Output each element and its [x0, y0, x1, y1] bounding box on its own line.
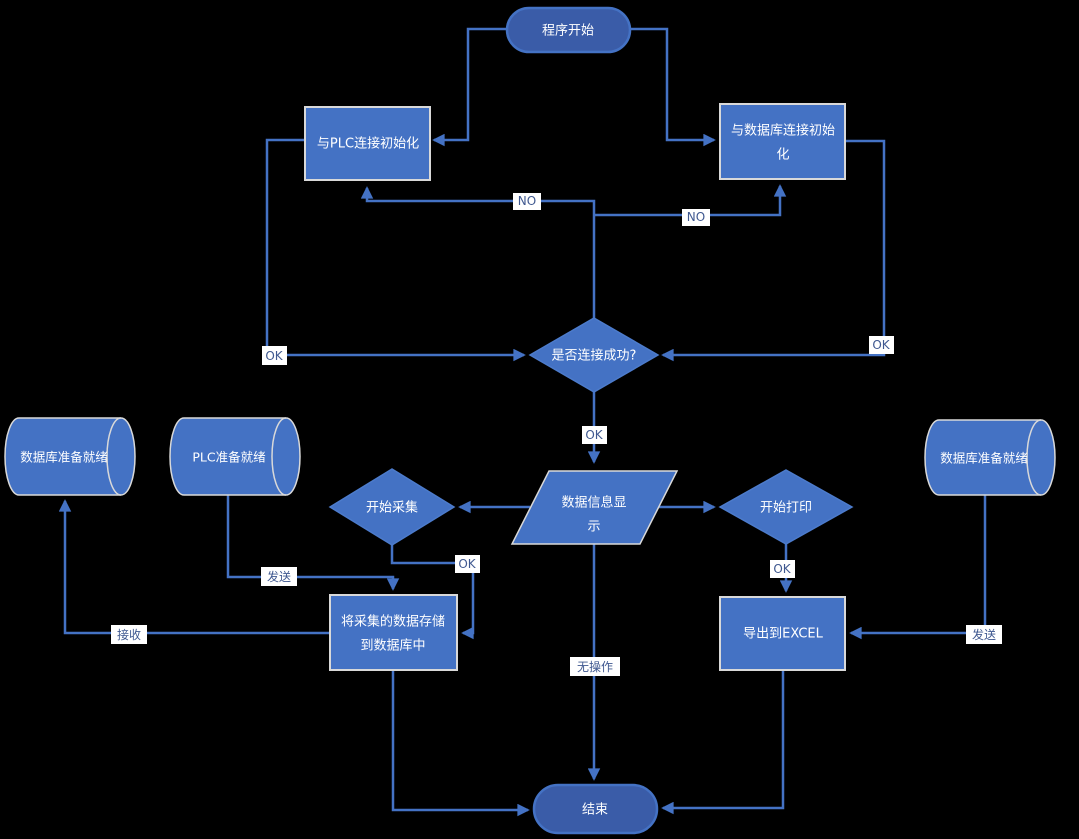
print-decision-shape: [718, 469, 854, 545]
edge-label-receive: 接收: [111, 625, 147, 644]
edge-label-send-left-bg: [261, 567, 297, 586]
edge-label-no-left: NO: [513, 193, 541, 210]
edge-label-no-action: 无操作: [570, 657, 620, 676]
edge-label-send-right: 发送: [966, 625, 1002, 644]
node-db-ready-left-label: 数据库准备就绪: [20, 449, 108, 464]
node-plc-ready: PLC准备就绪: [169, 417, 301, 496]
node-plc-ready-label: PLC准备就绪: [192, 449, 265, 464]
node-db-init-label-line1: 与数据库连接初始: [731, 123, 835, 139]
node-start-label: 程序开始: [542, 24, 594, 39]
edge-label-no-action-text: 无操作: [577, 659, 613, 674]
plc-init-process-shape: [304, 106, 431, 181]
edge-label-ok-left: OK: [262, 346, 287, 365]
node-export: 导出到EXCEL: [719, 596, 846, 671]
db-ready-right-cylinder-lid: [1026, 419, 1042, 496]
end-terminator-shape: [532, 783, 659, 835]
export-process-shape: [719, 596, 846, 671]
edge-plc-init-to-connect-check: [265, 138, 526, 362]
edge-store-receive-to-db-ready-left: [58, 499, 330, 635]
plc-ready-cylinder-lid: [271, 417, 287, 496]
node-export-label: 导出到EXCEL: [743, 627, 823, 642]
node-db-init: 与数据库连接初始 化: [719, 103, 846, 180]
edge-label-no-right-bg: [682, 209, 710, 226]
edge-label-no-right: NO: [682, 209, 710, 226]
edge-connect-check-no-to-db-init: [594, 184, 787, 217]
node-connect-check-label: 是否连接成功?: [552, 348, 637, 364]
node-connect-check: 是否连接成功?: [528, 317, 660, 393]
edge-label-send-right-bg: [966, 625, 1002, 644]
db-init-process-shape: [719, 103, 846, 180]
node-store: 将采集的数据存储 到数据库中: [329, 594, 458, 671]
node-start: 程序开始: [505, 6, 632, 54]
node-display-label-line2: 示: [587, 520, 600, 535]
node-print-label: 开始打印: [760, 501, 812, 516]
edge-label-ok-left-bg: [262, 346, 287, 365]
node-db-ready-right: 数据库准备就绪: [924, 419, 1056, 496]
edge-export-to-end: [661, 670, 785, 815]
edge-label-receive-text: 接收: [117, 627, 141, 642]
edge-label-no-right-text: NO: [687, 210, 705, 224]
edge-label-ok-collect: OK: [455, 555, 480, 573]
edge-labels: NO NO OK OK OK OK OK 发送: [111, 193, 1002, 676]
node-end: 结束: [532, 783, 659, 835]
edges: [58, 27, 987, 817]
edge-label-no-action-bg: [570, 657, 620, 676]
edge-label-ok-center-text: OK: [585, 428, 603, 442]
edge-label-send-left-text: 发送: [267, 569, 291, 584]
edge-store-to-end: [391, 670, 530, 817]
connect-check-decision-shape: [528, 317, 660, 393]
node-plc-init: 与PLC连接初始化: [304, 106, 431, 181]
node-plc-init-label: 与PLC连接初始化: [317, 136, 419, 152]
node-display-label-line1: 数据信息显: [561, 495, 626, 511]
display-io-shape: [510, 470, 679, 545]
node-db-init-label-line2: 化: [776, 148, 789, 163]
edge-label-ok-left-text: OK: [265, 349, 283, 363]
edge-label-ok-right-bg: [869, 336, 894, 354]
edge-label-ok-right-text: OK: [872, 338, 890, 352]
collect-decision-shape: [328, 468, 456, 546]
edge-db-ready-right-send-to-export: [849, 495, 987, 640]
edge-label-send-right-text: 发送: [972, 627, 996, 642]
store-process-shape: [329, 594, 458, 671]
edge-start-to-plc-init: [432, 27, 507, 147]
node-store-label-line2: 到数据库中: [360, 638, 425, 654]
node-print: 开始打印: [718, 469, 854, 545]
node-collect: 开始采集: [328, 468, 456, 546]
edge-label-ok-print: OK: [770, 560, 795, 578]
edge-plc-ready-send-to-store: [226, 495, 400, 591]
edge-label-ok-print-text: OK: [773, 562, 791, 576]
node-db-ready-left: 数据库准备就绪: [4, 417, 136, 496]
edge-label-ok-collect-text: OK: [458, 557, 476, 571]
edge-label-receive-bg: [111, 625, 147, 644]
start-terminator-shape: [505, 6, 632, 54]
edge-db-init-to-connect-check: [661, 139, 886, 362]
node-end-label: 结束: [582, 803, 608, 818]
node-db-ready-right-label: 数据库准备就绪: [940, 450, 1028, 465]
edge-connect-check-no-to-plc-init: [360, 186, 596, 318]
edge-label-ok-center-bg: [582, 426, 607, 444]
node-collect-label: 开始采集: [366, 500, 418, 516]
edge-label-ok-print-bg: [770, 560, 795, 578]
edge-start-to-db-init: [630, 27, 716, 147]
edge-label-send-left: 发送: [261, 567, 297, 586]
edge-label-no-left-text: NO: [518, 194, 536, 208]
edge-label-ok-right: OK: [869, 336, 894, 354]
edge-label-ok-center: OK: [582, 426, 607, 444]
node-display: 数据信息显 示: [510, 470, 679, 545]
edge-label-ok-collect-bg: [455, 555, 480, 573]
node-store-label-line1: 将采集的数据存储: [341, 614, 445, 630]
db-ready-left-cylinder-lid: [106, 417, 122, 496]
edge-label-no-left-bg: [513, 193, 541, 210]
